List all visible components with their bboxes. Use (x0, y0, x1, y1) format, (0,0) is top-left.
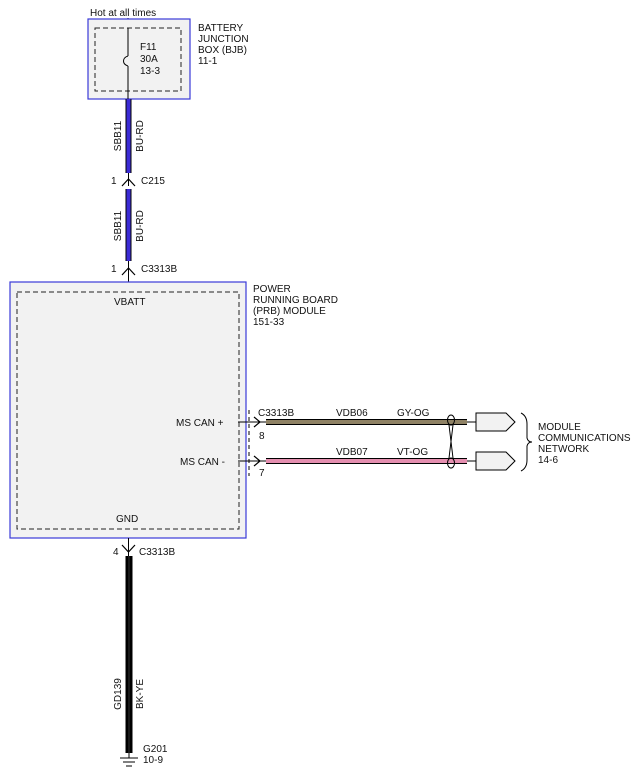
wire-vdb06-color: GY-OG (397, 408, 430, 419)
wire-vdb07 (266, 458, 467, 464)
can-minus-pin: 7 (259, 468, 265, 479)
header-label: Hot at all times (90, 8, 156, 19)
wire-vdb07-color-fill (266, 459, 467, 463)
bjb-name-line2: JUNCTION (198, 34, 249, 45)
network-line2: COMMUNICATIONS (538, 433, 631, 444)
c3313b-top-connector-symbol (121, 261, 136, 282)
wire-top-color-fill (126, 99, 131, 173)
fuse-id: F11 (140, 42, 157, 53)
module-ref: 151-33 (253, 317, 285, 328)
wire-vdb07-circuit: VDB07 (336, 447, 368, 458)
ground-name: G201 (143, 744, 168, 755)
wire-mid-color-fill (126, 189, 131, 261)
wire-vdb06-color-fill (266, 420, 467, 424)
fuse-icon (123, 55, 129, 67)
prb-module: VBATT GND MS CAN + MS CAN - (9, 281, 247, 539)
can-connector-name: C3313B (258, 408, 294, 419)
module-name-line3: (PRB) MODULE (253, 306, 326, 317)
c3313b-top-name: C3313B (141, 264, 177, 275)
wire-sbb11-mid (125, 189, 132, 261)
c215-name: C215 (141, 176, 165, 187)
can-connector-symbols (238, 410, 266, 476)
network-bracket (520, 412, 533, 472)
module-name-line1: POWER (253, 284, 291, 295)
c3313b-bottom-name: C3313B (139, 547, 175, 558)
can-plus-pin-arrow (253, 416, 261, 428)
wire-gd139-color: BK-YE (135, 679, 146, 709)
wire-sbb11-top (125, 99, 132, 173)
can-plus-pin: 8 (259, 431, 265, 442)
c3313b-top-pin: 1 (111, 264, 117, 275)
bjb-name-line1: BATTERY (198, 23, 244, 34)
network-arrow-bottom-icon (475, 451, 516, 471)
fuse-rating: 30A (140, 54, 158, 65)
wire-gd139-circuit: GD139 (113, 678, 124, 710)
twisted-pair-icon (447, 414, 455, 469)
c3313b-bottom-pin: 4 (113, 547, 119, 558)
c3313b-bottom-connector-symbol (121, 538, 136, 556)
network-ref: 14-6 (538, 455, 558, 466)
can-minus-pin-arrow (253, 455, 261, 467)
module-can-minus-label: MS CAN - (180, 457, 225, 468)
module-outline (9, 281, 247, 539)
wire-vdb06 (266, 419, 467, 425)
module-can-plus-label: MS CAN + (176, 418, 224, 429)
module-name-line2: RUNNING BOARD (253, 295, 338, 306)
wire-top-color: BU-RD (135, 120, 146, 152)
wire-mid-color: BU-RD (135, 210, 146, 242)
battery-junction-box: F11 30A 13-3 (87, 18, 191, 100)
ground-ref: 10-9 (143, 755, 163, 766)
wire-mid-circuit: SBB11 (113, 210, 124, 241)
network-line1: MODULE (538, 422, 581, 433)
bjb-ref: 11-1 (198, 56, 218, 67)
c215-pin: 1 (111, 176, 117, 187)
wire-vdb06-circuit: VDB06 (336, 408, 368, 419)
module-inner-boundary (16, 291, 240, 530)
network-arrow-top-icon (475, 412, 516, 432)
wire-top-circuit: SBB11 (113, 120, 124, 151)
bjb-outline (87, 18, 191, 100)
module-gnd-label: GND (116, 514, 138, 525)
network-arrows (467, 412, 533, 472)
fuse-page-ref: 13-3 (140, 66, 160, 77)
c215-connector-symbol (121, 173, 136, 187)
wire-vdb07-color: VT-OG (397, 447, 428, 458)
wire-gd139 (125, 556, 133, 753)
bjb-name-line3: BOX (BJB) (198, 45, 247, 56)
module-vbatt-label: VBATT (114, 297, 145, 308)
ground-icon (120, 753, 138, 767)
network-line3: NETWORK (538, 444, 589, 455)
bjb-inner-boundary (94, 27, 182, 92)
